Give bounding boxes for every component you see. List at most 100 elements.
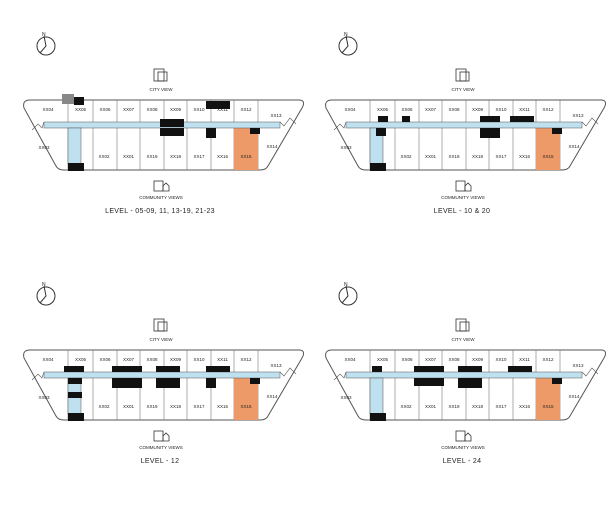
unit-label-XX14: XX14 [568, 144, 580, 149]
unit-label-XX11: XX11 [217, 357, 228, 362]
elevator-block [74, 97, 84, 105]
elevator-block [378, 116, 388, 122]
unit-label-XX16: XX16 [519, 154, 531, 159]
compass-icon: N [36, 32, 56, 56]
unit-label-XX18: XX18 [170, 404, 182, 409]
balcony [279, 367, 297, 377]
building [153, 318, 165, 332]
community-views-icon [455, 180, 472, 192]
unit-label-XX09: XX09 [472, 107, 484, 112]
unit-label-XX09: XX09 [472, 357, 484, 362]
unit-label-XX04: XX04 [42, 107, 54, 112]
unit-label-XX15: XX15 [542, 154, 554, 159]
house [464, 432, 472, 442]
unit-label-XX05: XX05 [377, 357, 389, 362]
community-views-icon [455, 430, 472, 442]
elevator-block [206, 378, 216, 388]
elevator-block [508, 366, 532, 372]
unit-label-XX12: XX12 [240, 107, 252, 112]
building [459, 321, 470, 332]
community-views-icon [153, 180, 170, 192]
unit-label-XX15: XX15 [240, 154, 252, 159]
unit-label-XX15: XX15 [542, 404, 554, 409]
elevator-block [112, 378, 142, 388]
unit-label-XX17: XX17 [495, 404, 507, 409]
elevator-block [64, 366, 84, 372]
elevator-block [552, 128, 562, 134]
unit-label-XX17: XX17 [193, 154, 205, 159]
house [464, 182, 472, 192]
unit-label-XX01: XX01 [425, 154, 437, 159]
core [67, 127, 82, 165]
unit-label-XX05: XX05 [75, 107, 87, 112]
elevator-block [156, 378, 180, 388]
unit-label-XX09: XX09 [170, 107, 182, 112]
unit-label-XX11: XX11 [519, 357, 530, 362]
unit-label-XX17: XX17 [193, 404, 205, 409]
balcony [31, 121, 45, 131]
unit-label-XX18: XX18 [472, 404, 484, 409]
building [455, 180, 466, 192]
unit-label-XX15: XX15 [240, 404, 252, 409]
unit-label-XX02: XX02 [400, 404, 412, 409]
city-view-label: CITY VIEW [452, 87, 476, 92]
unit-label-XX16: XX16 [217, 404, 229, 409]
building [455, 430, 466, 442]
elevator-block [206, 366, 230, 372]
unit-label-XX02: XX02 [98, 154, 110, 159]
elevator-block [458, 378, 482, 388]
community-views-label: COMMUNITY VIEWS [139, 445, 182, 450]
city-view-icon [455, 318, 470, 332]
elevator-block [402, 116, 410, 122]
unit-label-XX14: XX14 [266, 144, 278, 149]
compass-ring [338, 286, 358, 306]
building [157, 321, 168, 332]
balcony [581, 117, 599, 127]
compass-ring [36, 36, 56, 56]
unit-label-XX10: XX10 [193, 357, 205, 362]
unit-label-XX14: XX14 [266, 394, 278, 399]
unit-label-XX11: XX11 [519, 107, 530, 112]
elevator-block [458, 366, 482, 372]
compass-icon: N [36, 282, 56, 306]
unit-label-XX19: XX19 [146, 404, 158, 409]
unit-label-XX05: XX05 [377, 107, 389, 112]
corridor [345, 121, 583, 129]
unit-label-XX18: XX18 [472, 154, 484, 159]
city-view-icon [455, 68, 470, 82]
unit-label-XX03: XX03 [340, 395, 352, 400]
unit-label-XX09: XX09 [170, 357, 182, 362]
unit-label-XX16: XX16 [519, 404, 531, 409]
unit-label-XX01: XX01 [123, 154, 135, 159]
unit-label-XX10: XX10 [495, 357, 507, 362]
compass-needle [341, 35, 349, 54]
unit-label-XX06: XX06 [99, 357, 111, 362]
highlighted-unit [234, 378, 258, 420]
unit-label-XX13: XX13 [572, 363, 584, 368]
elevator-block [370, 163, 386, 171]
balcony [31, 371, 45, 381]
elevator-block [552, 378, 562, 384]
unit-label-XX14: XX14 [568, 394, 580, 399]
unit-label-XX13: XX13 [270, 113, 282, 118]
unit-label-XX04: XX04 [344, 357, 356, 362]
unit-label-XX02: XX02 [98, 404, 110, 409]
balcony [279, 117, 297, 127]
elevator-block [376, 128, 386, 136]
level-title: LEVEL - 24 [442, 458, 482, 465]
unit-label-XX10: XX10 [495, 107, 507, 112]
compass-icon: N [338, 282, 358, 306]
corridor [43, 371, 281, 379]
city-view-label: CITY VIEW [150, 337, 174, 342]
community-views-label: COMMUNITY VIEWS [441, 445, 484, 450]
elevator-block [480, 128, 500, 138]
unit-label-XX02: XX02 [400, 154, 412, 159]
community-views-icon [153, 430, 170, 442]
community-views-label: COMMUNITY VIEWS [441, 195, 484, 200]
building [455, 68, 467, 82]
compass-needle [341, 285, 349, 304]
building [455, 318, 467, 332]
